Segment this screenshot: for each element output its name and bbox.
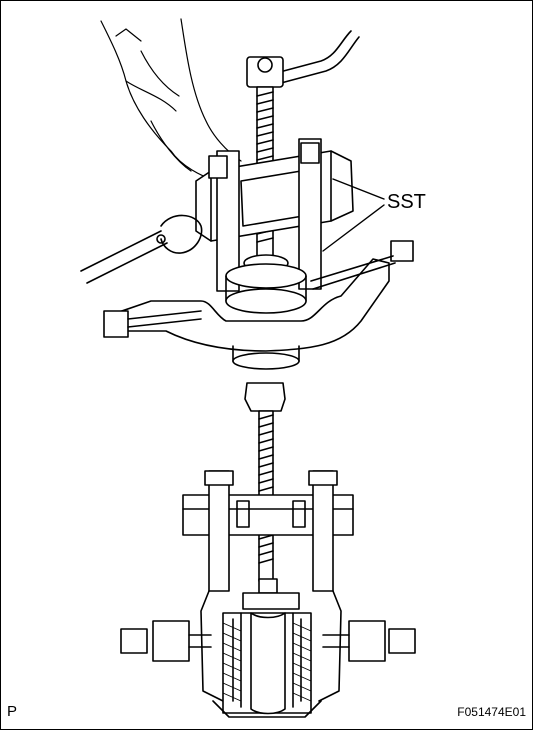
bottom-assembly bbox=[120, 382, 416, 718]
top-arms bbox=[208, 138, 322, 292]
bottom-spacer bbox=[242, 578, 300, 610]
top-bushing bbox=[232, 345, 300, 370]
side-wrench bbox=[80, 214, 203, 284]
sst-label: SST bbox=[387, 191, 426, 213]
sst-leader-lines bbox=[322, 178, 385, 252]
u-clamp bbox=[103, 240, 414, 352]
top-assembly bbox=[80, 18, 414, 370]
top-bearing bbox=[225, 254, 307, 314]
bottom-side-bolts bbox=[120, 620, 416, 662]
bottom-arms bbox=[200, 470, 342, 702]
bottom-bolt-head bbox=[244, 382, 286, 412]
hand-sketch bbox=[100, 18, 242, 182]
upper-wrench bbox=[275, 30, 360, 84]
corner-letter: P bbox=[7, 703, 18, 720]
bottom-bushing-section bbox=[212, 612, 322, 718]
figure-code: F051474E01 bbox=[457, 705, 526, 719]
